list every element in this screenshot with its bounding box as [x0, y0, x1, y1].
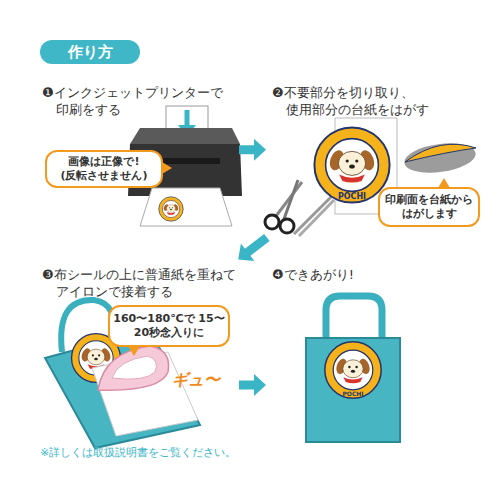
peeled-backing [402, 139, 477, 177]
peeled-sticker [405, 144, 476, 162]
printed-paper [140, 188, 232, 226]
caption-note: ※詳しくは取扱説明書をご覧ください。 [40, 446, 236, 460]
step-arrow [239, 139, 266, 161]
finished-bag-illustration [306, 296, 400, 442]
step-heading: ❹できあがり! [272, 266, 480, 283]
step-heading: ❶インクジェットプリンターで 印刷をする [42, 84, 235, 118]
scissor-blade [276, 182, 302, 216]
tweezer-arm [299, 200, 334, 236]
step-arrow [238, 234, 269, 261]
step-heading: ❸布シールの上に普通紙を重ねて アイロンで接着する [42, 266, 235, 300]
callout-text: 160〜180℃で 15〜20秒念入りに [110, 312, 228, 340]
tote-bag [306, 338, 400, 442]
callout-text: 印刷面を台紙から はがします [380, 193, 478, 221]
sticker-lettering: POCHI [323, 390, 383, 398]
tweezer-arm [294, 196, 332, 234]
scissor-blade [284, 180, 298, 219]
sticker-lettering: POCHI [322, 192, 382, 202]
scissor-handle [265, 215, 279, 229]
callout-bubble: 印刷面を台紙から はがします [378, 187, 480, 227]
scissors-illustration [265, 180, 302, 233]
step-panel: ❶インクジェットプリンターで 印刷をする画像は正像で! (反転させません) [40, 80, 235, 235]
sticker-image [325, 342, 381, 398]
feed-arrow [185, 110, 190, 127]
callout-bubble: 画像は正像で! (反転させません) [45, 150, 163, 188]
tweezers-illustration [294, 196, 334, 236]
step-panel: ❷不要部分を切り取り、 使用部分の台紙をはがす印刷面を台紙から はがします [270, 80, 480, 235]
callout-bubble: 160〜180℃で 15〜20秒念入りに [108, 305, 230, 347]
scissor-handle [280, 219, 294, 233]
sticker-image [314, 127, 389, 202]
step-panel: ❹できあがり! [270, 262, 480, 445]
sound-effect: ギュ〜 [172, 370, 220, 390]
printed-sticker [159, 197, 183, 221]
bag-handle [326, 296, 382, 340]
step-arrow [239, 374, 266, 396]
callout-text: 画像は正像で! (反転させません) [47, 155, 161, 183]
step-panel: ❸布シールの上に普通紙を重ねて アイロンで接着する 160〜180℃で 15〜20… [40, 262, 235, 445]
printer-top [130, 128, 240, 144]
plain-paper [92, 352, 198, 436]
step-heading: ❷不要部分を切り取り、 使用部分の台紙をはがす [272, 84, 480, 118]
title-tab: 作り方 [40, 40, 140, 64]
iron-handle [112, 356, 156, 379]
